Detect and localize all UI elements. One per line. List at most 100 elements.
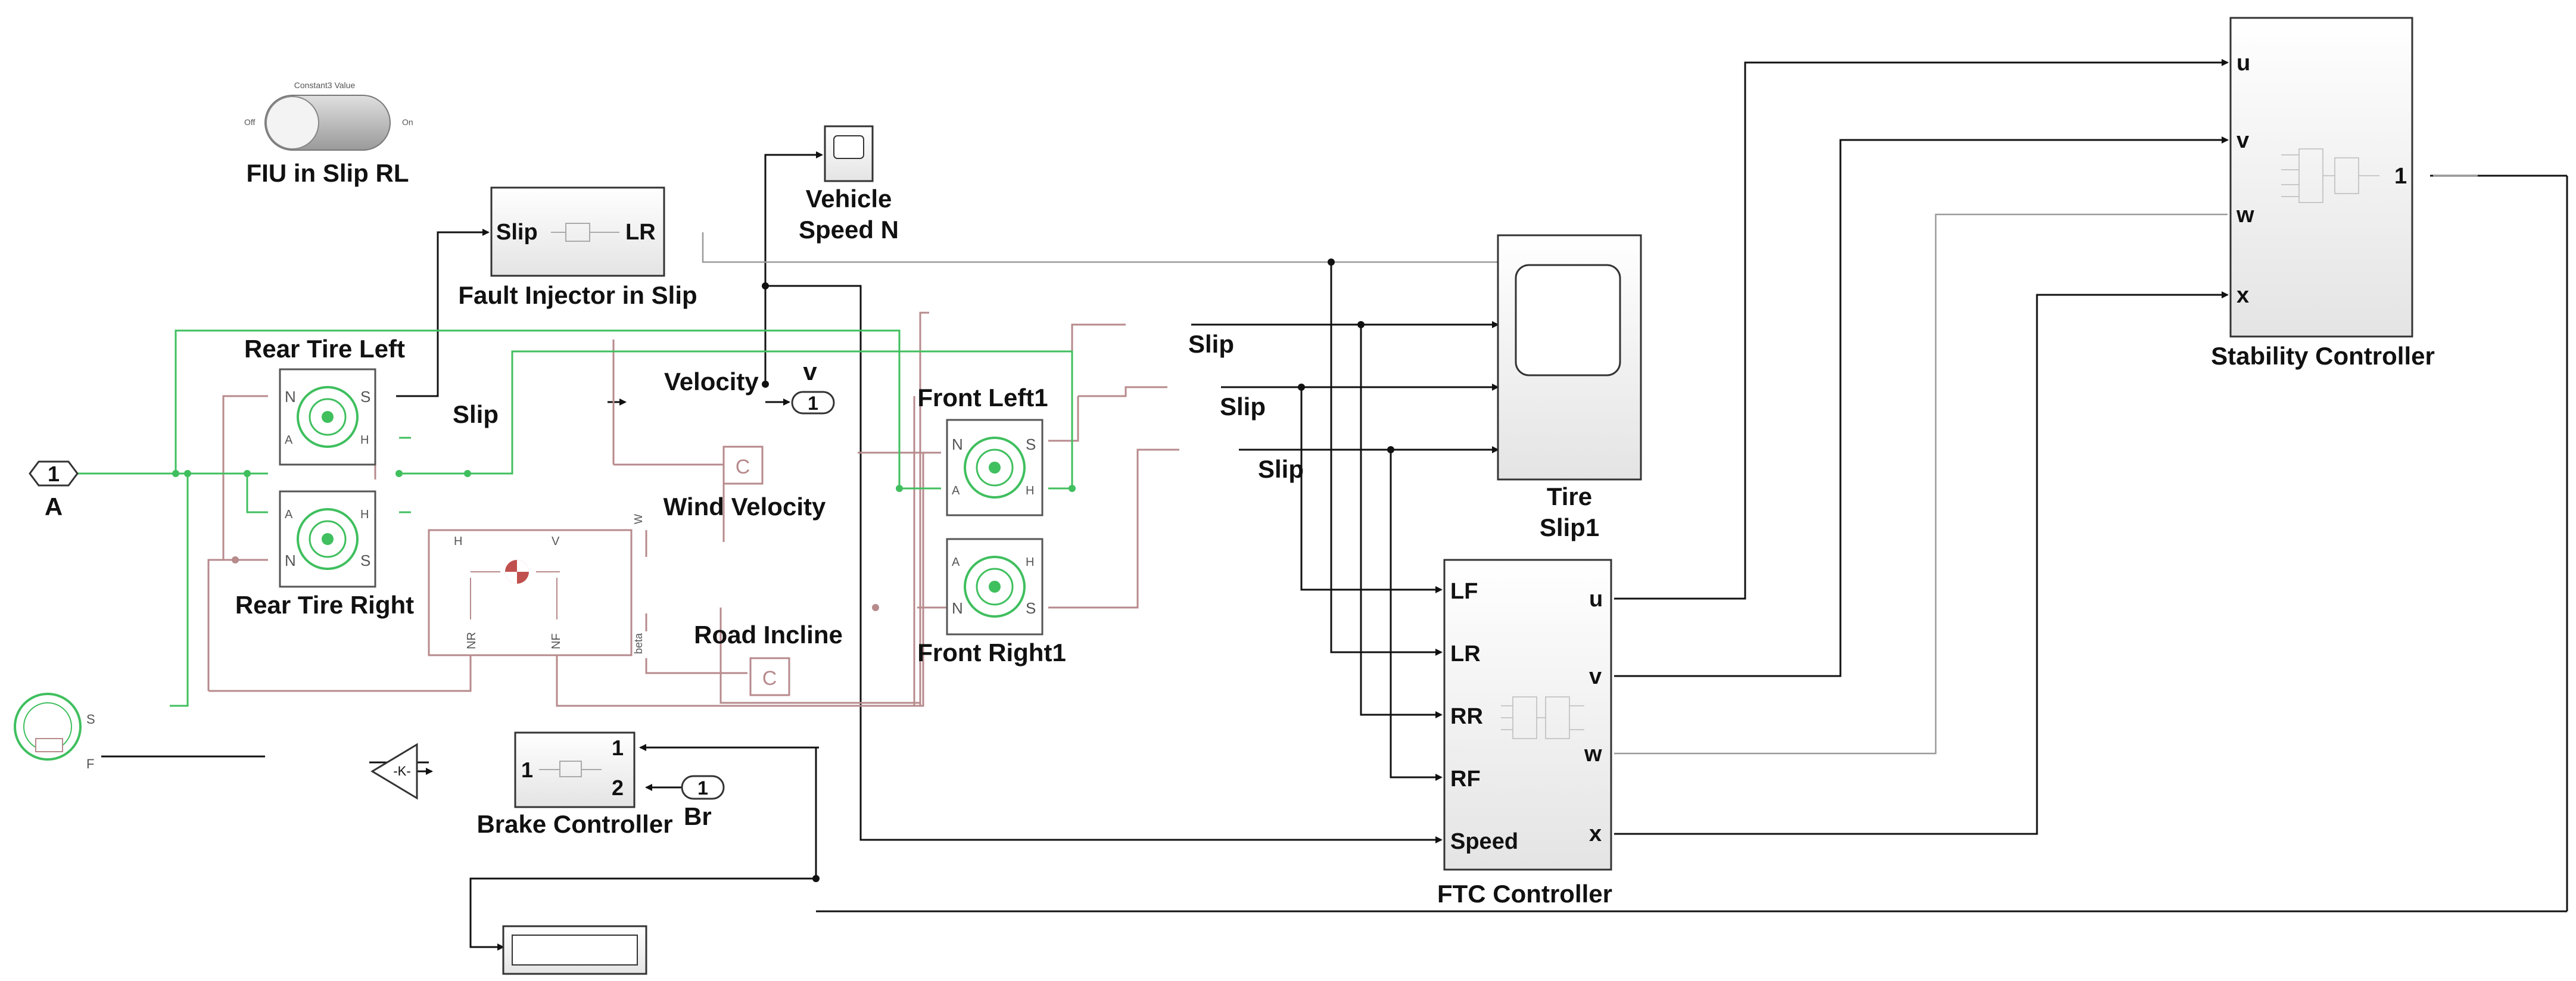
actuator-port-f: F — [86, 756, 94, 771]
rear-tire-left-label: Rear Tire Left — [244, 335, 405, 363]
display-block[interactable] — [502, 925, 647, 975]
front-left-tire[interactable]: Front Left1 N A S H — [917, 384, 1048, 516]
ftc-port-rf: RF — [1450, 767, 1481, 792]
port-s: S — [1026, 435, 1036, 453]
wind-velocity-constant[interactable]: C Wind Velocity — [664, 446, 826, 521]
brake-out-port-1: 1 — [612, 736, 624, 760]
body-port-nf: NF — [550, 633, 563, 649]
ftc-port-rr: RR — [1450, 704, 1483, 729]
stab-port-w: w — [2236, 203, 2254, 228]
switch-knob[interactable] — [266, 96, 319, 150]
rear-tire-left[interactable]: Rear Tire Left N A S H — [244, 335, 405, 466]
slip-label-1: Slip — [1188, 330, 1234, 358]
port-a: A — [285, 508, 293, 521]
stab-port-u: u — [2237, 51, 2250, 76]
gain-value: -K- — [393, 764, 410, 778]
vehicle-speed-label-2: Speed N — [799, 216, 899, 244]
junctions — [172, 259, 1394, 882]
fault-injector-block[interactable]: Slip LR Fault Injector in Slip — [458, 186, 697, 309]
road-constant-value: C — [762, 667, 777, 690]
port-h: H — [360, 434, 369, 447]
ftc-port-w: w — [1584, 742, 1602, 767]
ftc-port-lr: LR — [1450, 641, 1481, 667]
inport-br[interactable]: 1 Br — [681, 775, 725, 830]
front-left-label: Front Left1 — [917, 384, 1048, 412]
fault-injector-out-port: LR — [625, 220, 656, 245]
port-a: A — [952, 484, 960, 497]
stab-port-v: v — [2237, 128, 2249, 153]
ftc-controller-label: FTC Controller — [1437, 880, 1612, 908]
port-h: H — [1026, 484, 1034, 497]
port-a: A — [952, 556, 960, 569]
stability-controller-block[interactable]: u v w x 1 Stability Controller — [2211, 17, 2435, 370]
port-n: N — [285, 552, 296, 569]
ftc-port-x: x — [1589, 821, 1602, 846]
ftc-controller-block[interactable]: LF LR RR RF Speed u v w x FTC Controller — [1437, 559, 1612, 908]
stability-icon — [2281, 148, 2379, 203]
inport-a-number: 1 — [48, 462, 60, 486]
body-port-beta: beta — [633, 633, 644, 654]
tire-slip-scope[interactable]: Tire Slip1 — [1497, 234, 1642, 541]
wind-constant-value: C — [736, 456, 750, 478]
outport-v-number: 1 — [808, 393, 818, 414]
inport-br-label: Br — [684, 802, 712, 830]
port-n: N — [952, 435, 963, 453]
brake-in-port: 1 — [521, 758, 533, 782]
slip-label-3: Slip — [1258, 455, 1304, 483]
gray-wires — [702, 175, 2478, 755]
port-h: H — [360, 508, 369, 521]
slip-label-2: Slip — [1220, 393, 1266, 421]
front-right-tire[interactable]: A N H S Front Right1 — [917, 538, 1066, 667]
velocity-label: Velocity — [664, 368, 759, 395]
switch-on: On — [402, 117, 413, 127]
ftc-port-speed: Speed — [1450, 829, 1518, 854]
tire-scope-label-1: Tire — [1547, 482, 1592, 510]
outport-v-label: v — [803, 357, 817, 385]
rear-tire-right-label: Rear Tire Right — [235, 591, 414, 619]
vehicle-speed-label-1: Vehicle — [806, 185, 892, 213]
front-right-label: Front Right1 — [917, 639, 1066, 667]
switch-title: Constant3 Value — [294, 80, 356, 90]
port-s: S — [360, 388, 370, 406]
fault-injector-in-port: Slip — [496, 220, 538, 245]
green-wires — [77, 329, 1073, 707]
signal-wires — [101, 59, 2568, 951]
inport-br-number: 1 — [697, 777, 708, 799]
inport-a-label: A — [45, 493, 63, 521]
tire-scope-label-2: Slip1 — [1540, 513, 1599, 541]
stab-port-out: 1 — [2394, 164, 2407, 189]
port-a: A — [285, 434, 293, 447]
port-h: H — [1026, 556, 1034, 569]
ftc-port-lf: LF — [1450, 579, 1478, 604]
port-n: N — [952, 599, 963, 617]
gain-block[interactable]: -K- — [370, 743, 418, 800]
fault-injector-label: Fault Injector in Slip — [458, 281, 697, 309]
vehicle-speed-scope[interactable]: Vehicle Speed N — [799, 125, 899, 244]
port-s: S — [360, 552, 370, 569]
outport-v[interactable]: 1 v — [791, 357, 835, 415]
stability-controller-label: Stability Controller — [2211, 342, 2435, 370]
vehicle-body-block[interactable]: H V NR NF W beta — [428, 514, 644, 656]
road-incline-label: Road Incline — [694, 621, 843, 649]
brake-controller-label: Brake Controller — [476, 810, 672, 838]
port-s: S — [1026, 599, 1036, 617]
brake-controller-block[interactable]: 1 1 2 Brake Controller — [476, 731, 673, 838]
body-port-v: V — [552, 535, 560, 548]
body-port-h: H — [454, 535, 462, 548]
inport-a[interactable]: 1 A — [29, 460, 79, 521]
ftc-port-u: u — [1589, 587, 1603, 612]
actuator-block[interactable]: S F — [14, 693, 95, 771]
port-n: N — [285, 388, 296, 406]
rear-tire-right[interactable]: A N H S Rear Tire Right — [235, 490, 414, 619]
fiu-switch[interactable]: Constant3 Value Off On FIU in Slip RL — [244, 80, 413, 187]
signal-labels: Slip Slip Slip Slip Velocity — [453, 330, 1304, 483]
ftc-icon — [1501, 696, 1584, 739]
body-port-nr: NR — [465, 632, 478, 649]
road-incline-constant[interactable]: C Road Incline — [694, 621, 843, 696]
ftc-port-v: v — [1589, 664, 1602, 689]
actuator-port-s: S — [86, 712, 95, 727]
stab-port-x: x — [2237, 283, 2249, 308]
brake-out-port-2: 2 — [612, 776, 624, 800]
switch-label: FIU in Slip RL — [247, 159, 409, 187]
